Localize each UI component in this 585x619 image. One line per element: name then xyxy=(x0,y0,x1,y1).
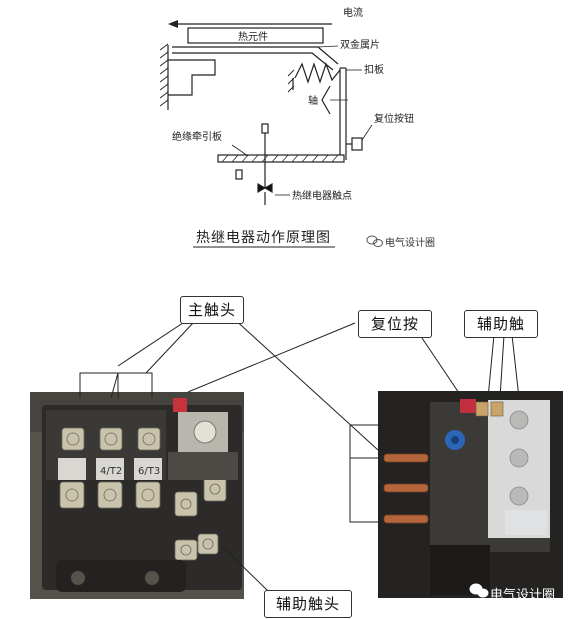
wechat-icon-top xyxy=(366,235,383,247)
label-reset-button: 复位按钮 xyxy=(374,112,414,125)
label-heating-element: 热元件 xyxy=(238,30,268,43)
schematic-labels: 电流 热元件 双金属片 扣板 轴 复位按钮 绝缘牵引板 热继电器触点 热继电器动… xyxy=(172,6,414,246)
label-latch-plate: 扣板 xyxy=(364,63,384,76)
terminal-mark-2: 6/T3 xyxy=(138,466,160,477)
thermal-relay-photo xyxy=(378,391,563,598)
label-insulating-lever: 绝缘牵引板 xyxy=(172,130,222,143)
schematic-diagram xyxy=(159,20,373,248)
label-reset: 复位按 xyxy=(358,310,432,338)
terminal-mark-1: 4/T2 xyxy=(100,466,122,477)
label-main-contact: 主触头 xyxy=(180,296,244,324)
label-aux-contact-right: 辅助触 xyxy=(464,310,538,338)
label-bimetal: 双金属片 xyxy=(340,38,380,51)
schematic-caption: 热继电器动作原理图 xyxy=(196,230,331,246)
watermark-top: 电气设计圈 xyxy=(385,236,435,249)
watermark-bottom: 电气设计圈 xyxy=(490,587,555,603)
label-relay-contact: 热继电器触点 xyxy=(292,189,352,202)
label-current: 电流 xyxy=(343,6,363,19)
contactor-photo: 4/T2 6/T3 xyxy=(30,392,244,599)
leader-lines xyxy=(79,304,520,592)
label-shaft: 轴 xyxy=(308,94,318,107)
wechat-icon-bottom xyxy=(469,583,489,598)
label-aux-contact-bottom: 辅助触头 xyxy=(264,590,352,618)
